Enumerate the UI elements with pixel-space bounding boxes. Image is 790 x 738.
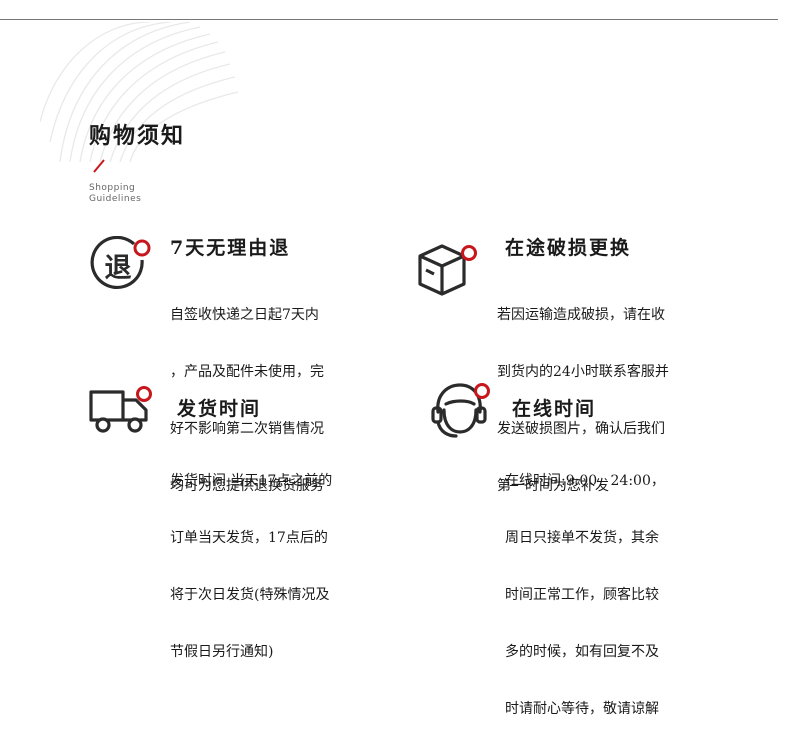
body-line: 均可为您提供退换货服务 (170, 478, 324, 494)
body-line: 将于次日发货(特殊情况及 (170, 587, 330, 603)
body-line: 时请耐心等待，敬请谅解 (505, 701, 659, 717)
svg-text:退: 退 (105, 253, 132, 284)
body-line: 发货时间 当天17点之前的 (170, 473, 333, 489)
page-title: 购物须知 (89, 123, 186, 149)
body-line: 好不影响第二次销售情况 (170, 421, 324, 437)
section-heading: 在途破损更换 (505, 237, 632, 259)
section-heading: 7天无理由退 (170, 237, 291, 259)
subtitle-line: Shopping (89, 183, 136, 193)
section-body: 若因运输造成破损，请在收 到货内的24小时联系客服并 发送破损图片，确认后我们 … (497, 268, 669, 515)
section-body: 在线时间:9:00 24:00， 周日只接单不发货，其余 时间正常工作，顾客比较… (505, 434, 665, 738)
headset-icon (431, 383, 490, 438)
body-line: 第一时间为您补发 (497, 478, 609, 494)
page-subtitle: Shopping Guidelines (89, 183, 141, 205)
section-heading: 发货时间 (177, 398, 262, 420)
body-line: ，产品及配件未使用，完 (170, 364, 324, 380)
box-icon (418, 244, 477, 296)
section-body: 自签收快递之日起7天内 ，产品及配件未使用，完 好不影响第二次销售情况 均可为您… (170, 268, 324, 515)
section-body: 发货时间 当天17点之前的 订单当天发货，17点后的 将于次日发货(特殊情况及 … (170, 434, 332, 681)
body-line: 时间正常工作，顾客比较 (505, 587, 659, 603)
accent-slash (93, 159, 105, 173)
body-line: 发送破损图片，确认后我们 (497, 421, 665, 437)
fingerprint-watermark (40, 22, 239, 162)
section-heading: 在线时间 (512, 398, 597, 420)
body-line: 节假日另行通知) (170, 644, 274, 660)
return-seal-icon: 退 (90, 236, 151, 290)
body-line: 若因运输造成破损，请在收 (497, 307, 665, 323)
subtitle-line: Guidelines (89, 194, 142, 204)
top-divider (0, 19, 778, 20)
body-line: 多的时候，如有回复不及 (505, 644, 659, 660)
body-line: 到货内的24小时联系客服并 (497, 364, 669, 380)
body-line: 在线时间:9:00 24:00， (505, 473, 665, 489)
body-line: 周日只接单不发货，其余 (505, 530, 659, 546)
body-line: 订单当天发货，17点后的 (170, 530, 328, 546)
truck-icon (89, 386, 152, 433)
body-line: 自签收快递之日起7天内 (170, 307, 319, 323)
